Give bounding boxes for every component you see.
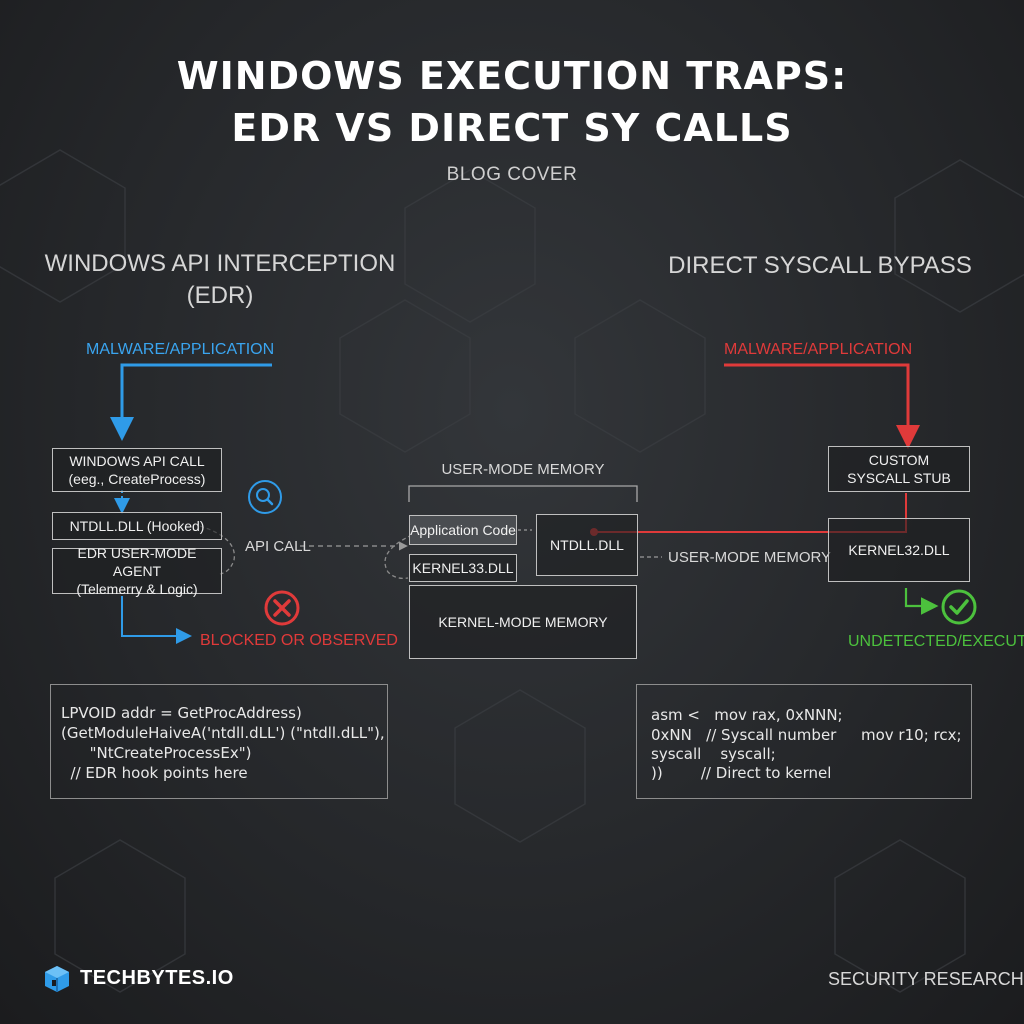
kernel33-box: KERNEL33.DLL	[409, 554, 517, 582]
stub-box-line-2: SYSCALL STUB	[847, 470, 951, 486]
ntdll-box: NTDLL.DLL	[536, 514, 638, 576]
title-line-2: EDR VS DIRECT SY CALLS	[231, 106, 793, 150]
right-code-line: asm < mov rax, 0xNNN;	[651, 706, 843, 724]
blocked-result-label: BLOCKED OR OBSERVED	[200, 632, 398, 649]
left-code-line: (GetModuleHaiveA('ntdll.dLL') ("ntdll.dL…	[61, 724, 385, 742]
blue-arrow-result	[121, 596, 192, 644]
right-code-line: mov r10; rcx;	[861, 726, 962, 744]
right-code-line: syscall syscall;	[651, 745, 776, 763]
custom-syscall-stub-box: CUSTOM SYSCALL STUB	[828, 446, 970, 492]
api-call-box-line-1: WINDOWS API CALL	[69, 453, 205, 469]
check-circle-icon	[941, 589, 977, 625]
footer-tag: SECURITY RESEARCH	[828, 969, 1024, 989]
red-arrow-down	[724, 363, 920, 449]
left-code-block: LPVOID addr = GetProcAddress) (GetModule…	[50, 684, 388, 799]
undetected-result-label: UNDETECTED/EXECUTED	[848, 633, 1024, 650]
left-heading: WINDOWS API INTERCEPTION (EDR)	[40, 248, 400, 312]
left-code-line: // EDR hook points here	[61, 764, 248, 782]
left-source-label: MALWARE/APPLICATION	[86, 341, 275, 358]
left-code-line: LPVOID addr = GetProcAddress)	[61, 704, 302, 722]
user-mode-memory-title: USER-MODE MEMORY	[441, 461, 605, 478]
green-arrow	[904, 588, 939, 615]
subtitle: BLOG COVER	[446, 164, 578, 185]
brand-name: TECHBYTES.IO	[80, 967, 234, 989]
user-mode-side-label: USER-MODE MEMORY	[668, 549, 832, 566]
edr-agent-box: EDR USER-MODE AGENT (Telemerry & Logic)	[52, 545, 222, 597]
right-code-block: asm < mov rax, 0xNNN; 0xNN // Syscall nu…	[636, 684, 972, 799]
api-call-label: API CALL	[245, 538, 311, 555]
left-heading-line-1: WINDOWS API INTERCEPTION	[44, 250, 396, 277]
left-heading-line-2: (EDR)	[186, 282, 254, 309]
x-circle-icon	[264, 590, 300, 626]
edr-box-line-1: EDR USER-MODE AGENT	[77, 545, 197, 579]
search-icon	[248, 480, 282, 514]
right-code-line: )) // Direct to kernel	[651, 764, 832, 782]
api-call-box-line-2: (eeg., CreateProcess)	[68, 471, 206, 487]
right-code-line: 0xNN // Syscall number	[651, 726, 837, 744]
kernel32-box: KERNEL32.DLL	[828, 518, 970, 582]
edr-box-line-2: (Telemerry & Logic)	[76, 581, 198, 597]
windows-api-call-box: WINDOWS API CALL (eeg., CreateProcess)	[52, 448, 222, 492]
kernel-mode-memory-box: KERNEL-MODE MEMORY	[409, 585, 637, 659]
right-heading: DIRECT SYSCALL BYPASS	[668, 252, 972, 279]
dashed-edr-link	[199, 525, 235, 575]
ntdll-hooked-box: NTDLL.DLL (Hooked)	[52, 512, 222, 540]
dashed-app-kernel-link	[384, 534, 413, 580]
stub-box-line-1: CUSTOM	[868, 452, 930, 468]
right-source-label: MALWARE/APPLICATION	[724, 341, 913, 358]
left-code-line: "NtCreateProcessEx")	[61, 744, 252, 762]
user-mode-bracket	[408, 485, 638, 502]
blue-arrow-down	[110, 363, 272, 441]
title-line-1: WINDOWS EXECUTION TRAPS:	[176, 54, 848, 98]
application-code-box: Application Code	[409, 515, 517, 545]
cube-logo-icon	[45, 966, 69, 992]
